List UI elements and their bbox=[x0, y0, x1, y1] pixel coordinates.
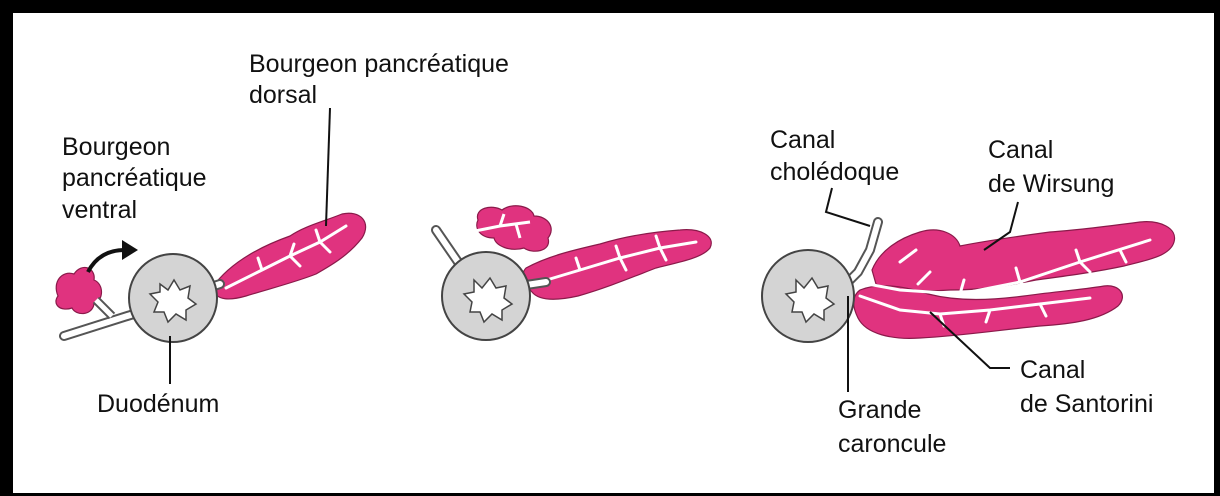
choledoque-leader bbox=[826, 188, 870, 226]
caroncule-label-1: Grande bbox=[838, 396, 921, 424]
rotation-arrow bbox=[88, 250, 124, 272]
duodenum-label: Duodénum bbox=[97, 390, 219, 418]
santorini-label-1: Canal bbox=[1020, 356, 1085, 384]
ventral-pancreatic-bud bbox=[56, 267, 102, 313]
ventral-bud-label-2: pancréatique bbox=[62, 164, 207, 192]
dorsal-bud-stage2 bbox=[523, 230, 711, 300]
ventral-bud-label-3: ventral bbox=[62, 196, 137, 224]
ventral-bud-label-1: Bourgeon bbox=[62, 133, 170, 161]
caroncule-label-2: caroncule bbox=[838, 430, 946, 458]
santorini-label-2: de Santorini bbox=[1020, 390, 1153, 418]
choledoque-label-1: Canal bbox=[770, 126, 835, 154]
stage-2 bbox=[436, 206, 711, 340]
arrow-head bbox=[122, 240, 138, 260]
dorsal-bud-label-2: dorsal bbox=[249, 81, 317, 109]
wirsung-label-2: de Wirsung bbox=[988, 170, 1114, 198]
stage-3 bbox=[762, 188, 1175, 392]
dorsal-bud-label-1: Bourgeon pancréatique bbox=[249, 50, 509, 78]
choledoque-label-2: cholédoque bbox=[770, 158, 899, 186]
dorsal-leader bbox=[326, 108, 330, 226]
wirsung-label-1: Canal bbox=[988, 136, 1053, 164]
